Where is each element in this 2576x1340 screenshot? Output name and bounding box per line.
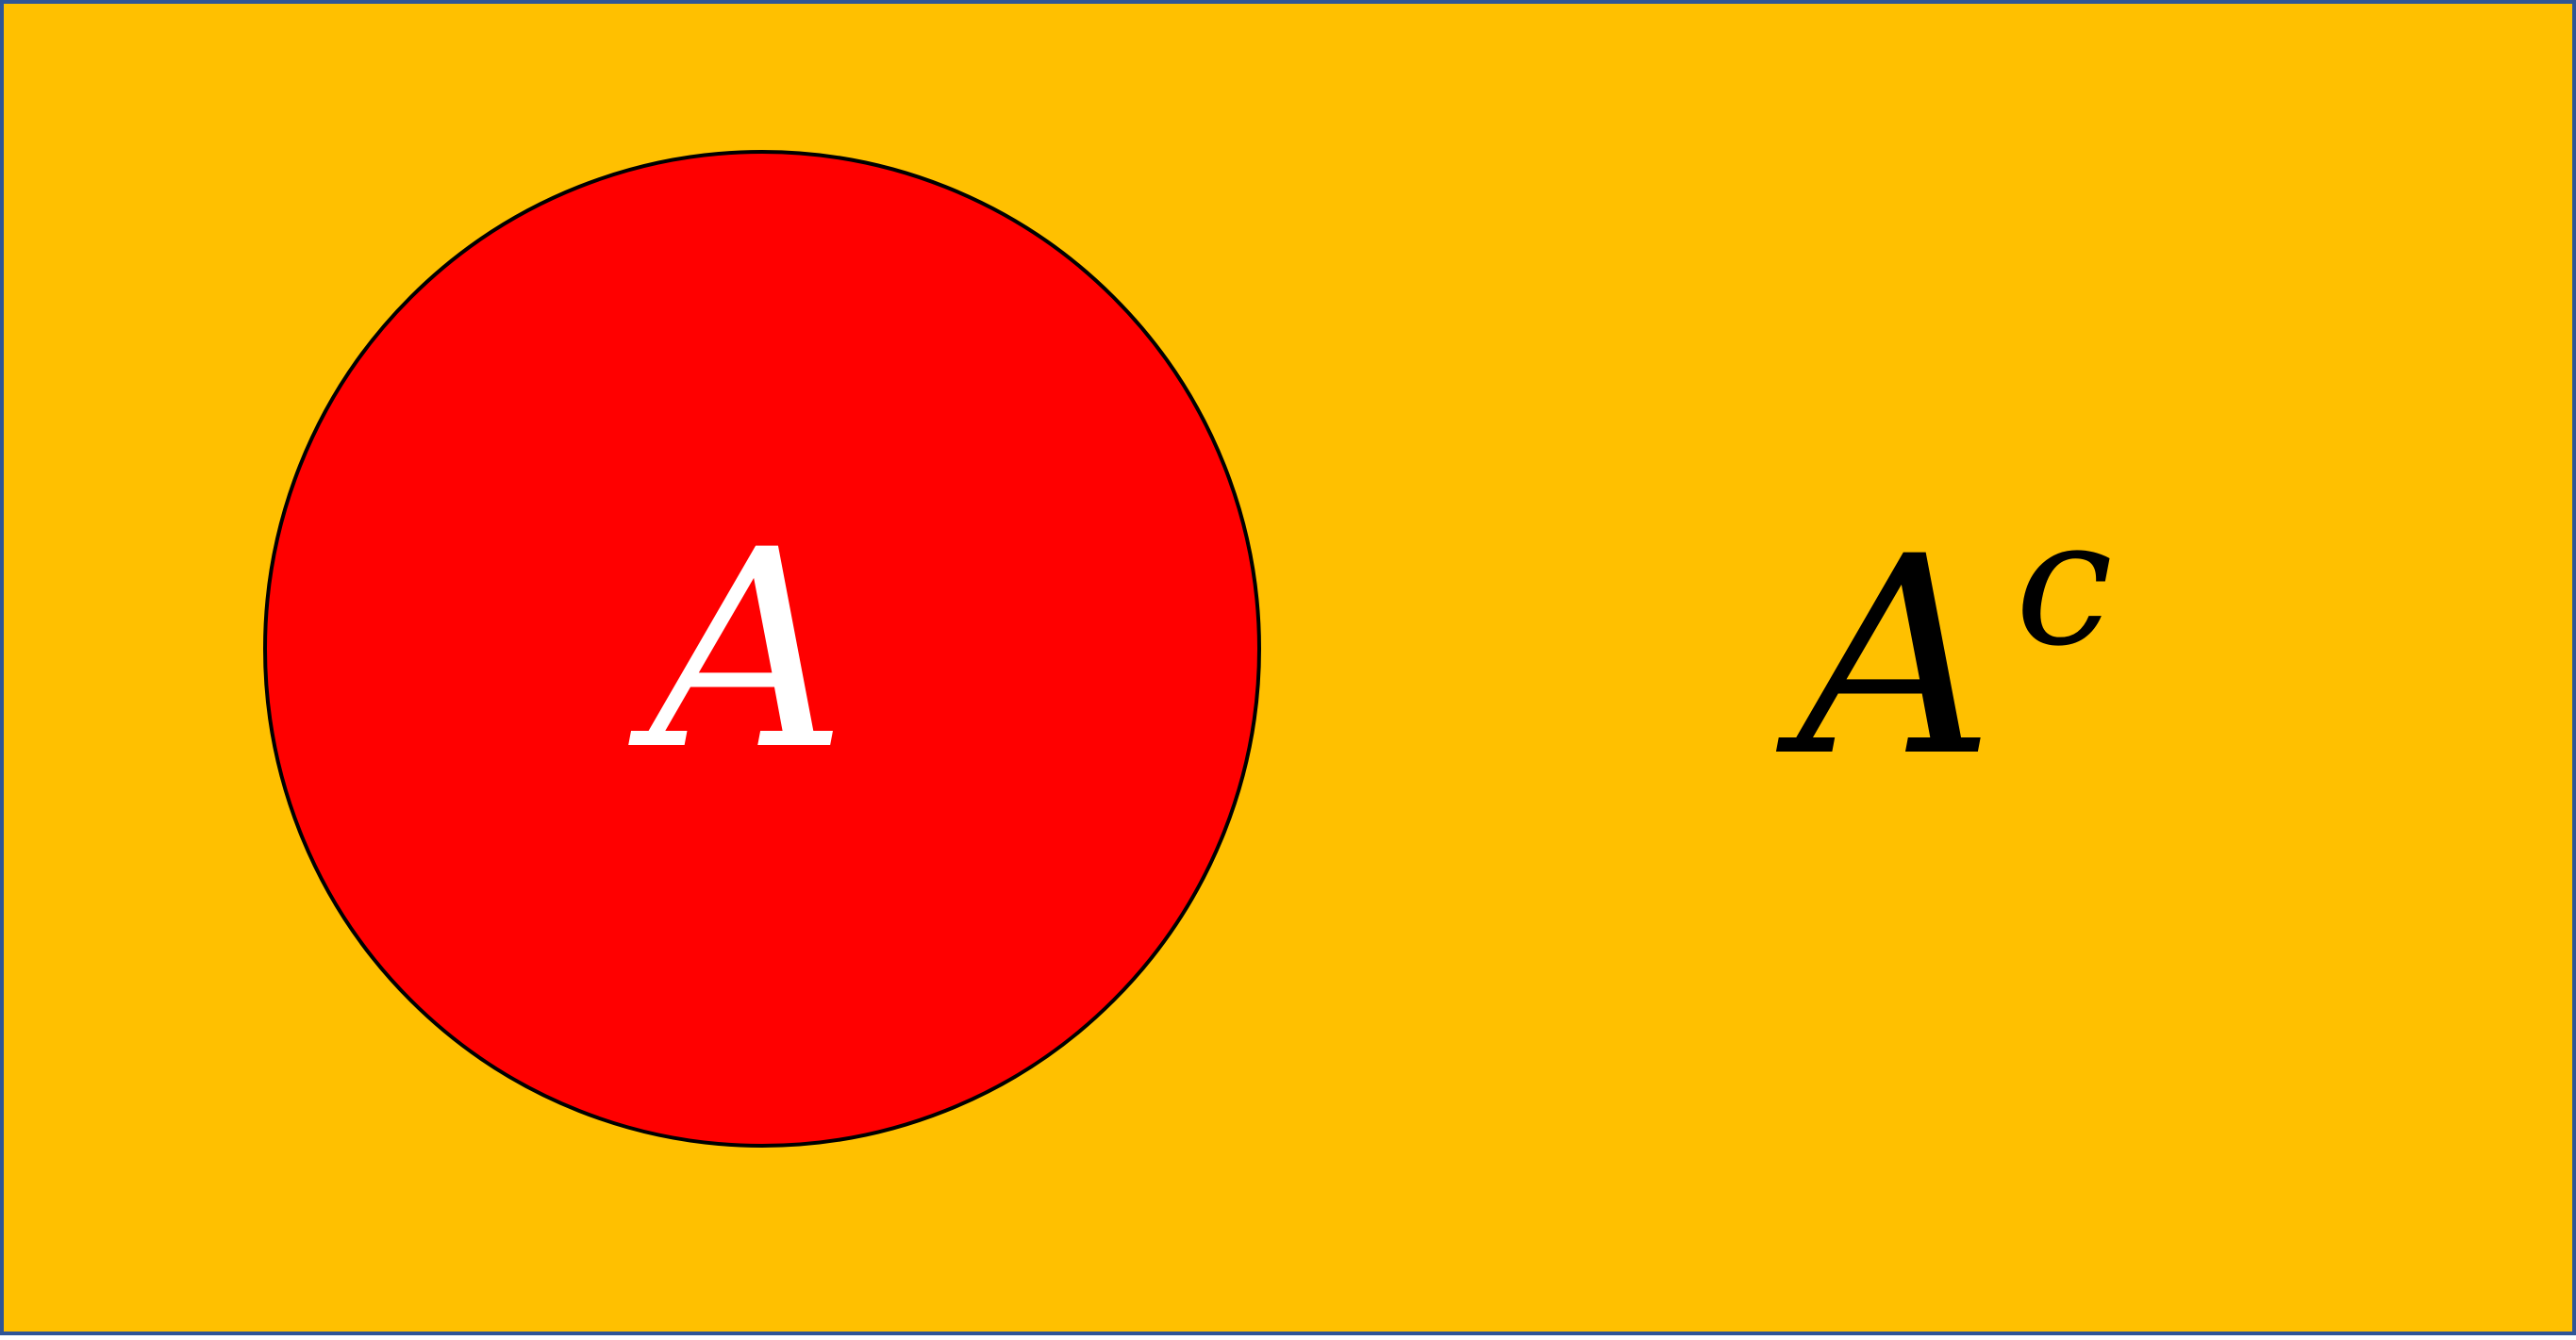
set-a-circle bbox=[263, 150, 1261, 1148]
complement-label-superscript: c bbox=[2015, 481, 2113, 685]
set-a-label: A bbox=[628, 492, 847, 810]
complement-label-base: A bbox=[1775, 499, 1994, 817]
